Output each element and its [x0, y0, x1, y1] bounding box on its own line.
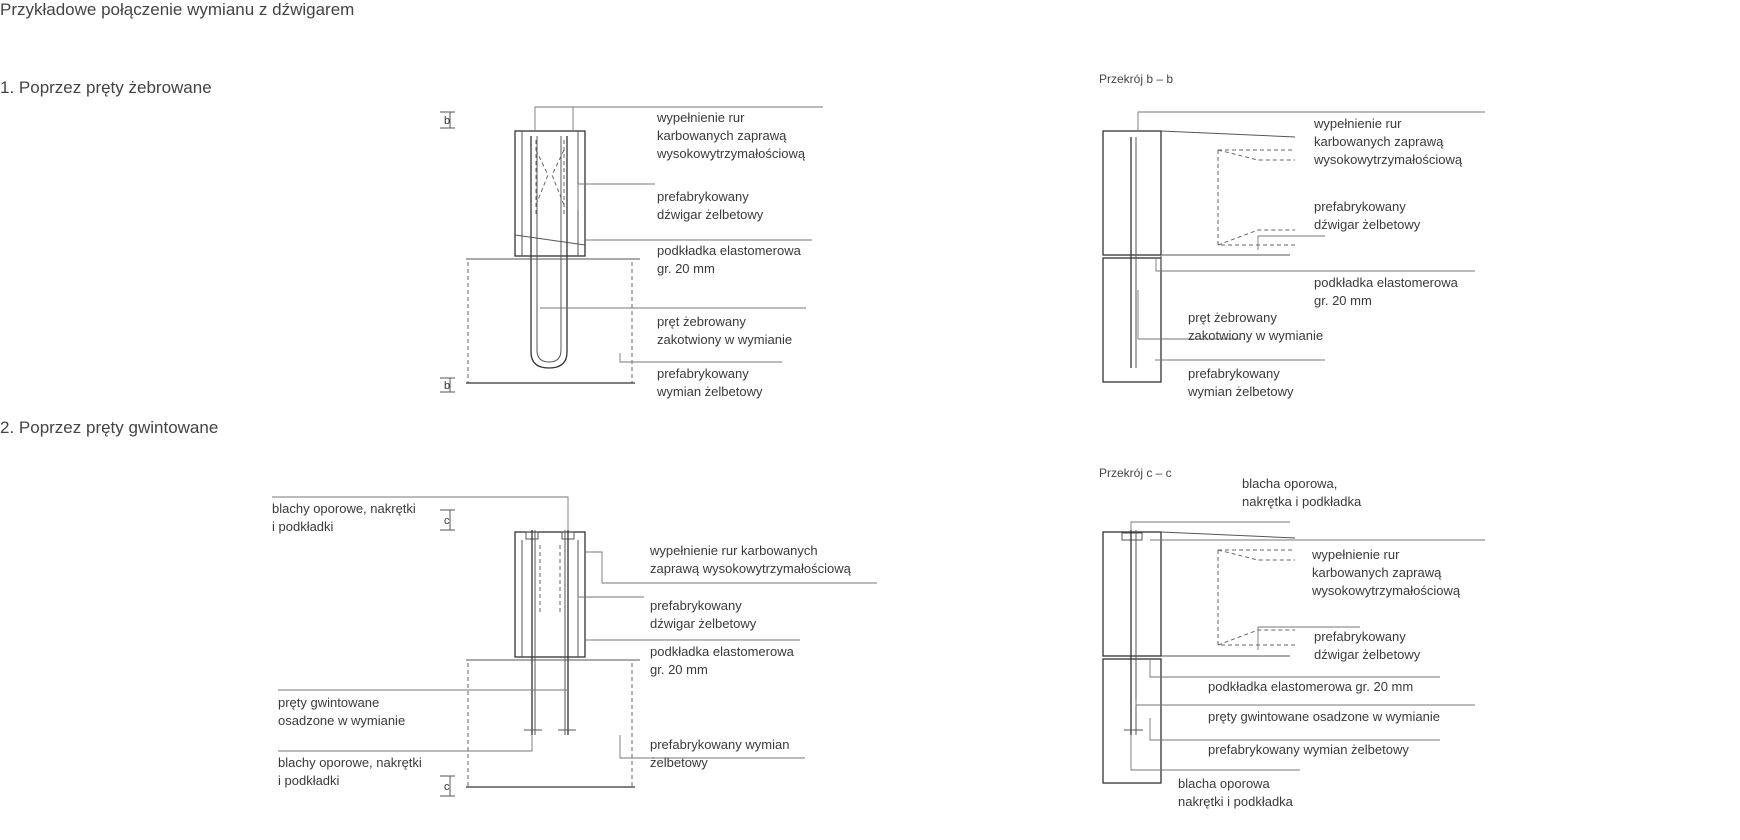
cut-mark-b-bottom: b	[440, 377, 455, 393]
cut-mark-b-top: b	[440, 111, 455, 129]
section-cc-title: Przekrój c – c	[1099, 466, 1172, 480]
girder-outline-threaded	[514, 531, 586, 658]
section-title-ribbed: 1. Poprzez pręty żebrowane	[0, 78, 212, 97]
page-title: Przykładowe połączenie wymianu z dźwigar…	[0, 0, 355, 19]
girder-outline	[514, 130, 586, 257]
cut-mark-c-bottom: c	[440, 775, 455, 797]
drawing-threaded-front: c c	[272, 496, 877, 797]
cut-label-c-top: c	[444, 515, 450, 527]
section-bb-title: Przekrój b – b	[1099, 72, 1174, 86]
section-title-threaded: 2. Poprzez pręty gwintowane	[0, 418, 219, 437]
cut-label-c-bottom: c	[444, 781, 450, 793]
label-pad-cc: podkładka elastomerowa gr. 20 mm	[1208, 679, 1414, 694]
label-bars-cc: pręty gwintowane osadzone w wymianie	[1208, 709, 1440, 724]
label-beam-cc: prefabrykowany wymian żelbetowy	[1208, 742, 1409, 757]
drawing-ribbed-front: b b	[440, 106, 823, 393]
drawing-section-cc	[1102, 521, 1485, 784]
cut-label-b-top: b	[444, 115, 450, 127]
cut-label-b-bottom: b	[444, 380, 450, 392]
label-plate-top-cc: blacha oporowa,nakrętka i podkładka	[1242, 476, 1362, 509]
drawing-section-bb	[1102, 111, 1485, 383]
cut-mark-c-top: c	[440, 509, 455, 531]
